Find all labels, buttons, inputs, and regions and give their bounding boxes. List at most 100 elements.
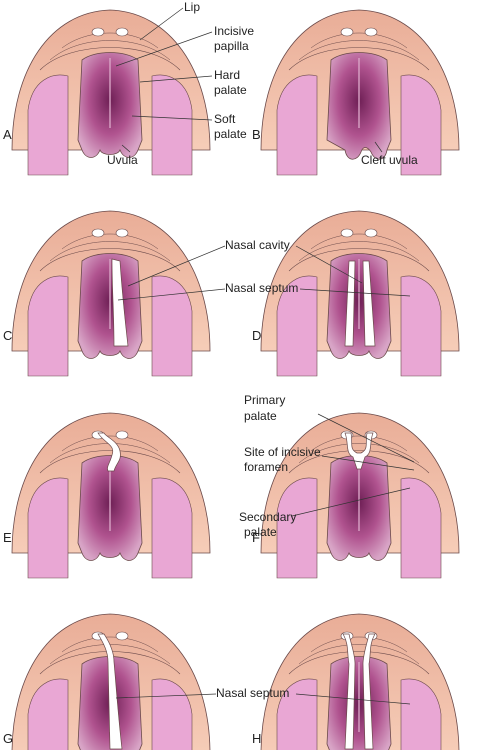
right-cheek (400, 477, 442, 579)
nostril (340, 27, 354, 37)
lip-line (298, 443, 420, 464)
leader-line (115, 693, 217, 699)
leader-line (295, 245, 363, 284)
right-cheek (400, 678, 442, 755)
cleft-gap-right (362, 260, 376, 347)
left-cheek (27, 275, 69, 377)
panel-letter-e: E (3, 530, 12, 545)
label-secondary-palate-line2: palate (244, 525, 277, 539)
lip-line (61, 32, 159, 49)
left-cheek (276, 275, 318, 377)
complete-cleft-left (342, 633, 356, 750)
palate-panel-f (260, 412, 460, 579)
lip-line (39, 248, 181, 272)
label-incisive-foramen-line1: Site of incisive (244, 445, 321, 459)
panel-letter-h: H (252, 731, 262, 746)
leader-line (321, 455, 415, 471)
left-cheek (27, 477, 69, 579)
leader-line (295, 693, 411, 705)
palate-panel-b (260, 9, 460, 176)
palate-panel-h (260, 613, 460, 755)
label-hard-palate-line1: Hard (214, 68, 241, 82)
nostril (115, 430, 129, 440)
label-secondary-palate-line1: Secondary (239, 510, 297, 524)
nostril (364, 228, 378, 238)
nostril (340, 228, 354, 238)
left-cheek (276, 74, 318, 176)
lip-line (49, 241, 171, 262)
lip-line (61, 233, 159, 250)
leader-line (291, 487, 411, 517)
right-cheek (151, 275, 193, 377)
leader-line (131, 115, 213, 121)
right-cheek (400, 74, 442, 176)
leader-line (121, 144, 131, 153)
label-nasal-cavity: Nasal cavity (225, 238, 290, 252)
label-lip: Lip (184, 0, 201, 14)
leader-line (127, 245, 226, 287)
palate-panel-e (11, 412, 211, 579)
leader-line (317, 413, 415, 463)
cleft-gap (111, 258, 129, 347)
panel-letter-a: A (3, 127, 12, 142)
lip-line (288, 47, 430, 71)
left-cheek (276, 477, 318, 579)
panel-letter-b: B (252, 127, 261, 142)
nostril (364, 27, 378, 37)
panel-letter-c: C (3, 328, 13, 343)
leader-line (139, 75, 213, 83)
palate-panel-c (11, 210, 211, 377)
leader-line (117, 288, 226, 301)
lip-line (310, 32, 408, 49)
left-cheek (27, 678, 69, 755)
lip-line (310, 233, 408, 250)
lip-line (39, 450, 181, 474)
panel-letter-d: D (252, 328, 262, 343)
lip-line (61, 636, 159, 653)
lip-line (61, 435, 159, 452)
label-primary-palate-line1: Primary (244, 393, 286, 407)
label-incisive-foramen-line2: foramen (244, 460, 289, 474)
label-soft-palate-line2: palate (214, 127, 247, 141)
palate-panel-a (11, 9, 211, 176)
panel-letter-f: F (252, 530, 260, 545)
label-soft-palate-line1: Soft (214, 112, 236, 126)
label-primary-palate-line2: palate (244, 409, 277, 423)
label-incisive-papilla-line2: papilla (214, 39, 249, 53)
label-incisive-papilla-line1: Incisive (214, 24, 255, 38)
cleft-gap-left (344, 260, 356, 347)
lip-line (288, 651, 430, 675)
label-nasal-septum-bottom: Nasal septum (216, 686, 290, 700)
palate-panel-d (260, 210, 460, 377)
complete-cleft (97, 633, 123, 750)
right-cheek (400, 275, 442, 377)
lip-line (298, 40, 420, 61)
lip-line (39, 47, 181, 71)
label-hard-palate-line2: palate (214, 83, 247, 97)
left-cheek (27, 74, 69, 176)
left-cheek (276, 678, 318, 755)
label-cleft-uvula: Cleft uvula (361, 153, 418, 167)
right-cheek (151, 678, 193, 755)
primary-cleft (97, 432, 121, 472)
panel-letter-g: G (3, 731, 14, 746)
leader-line (139, 7, 184, 41)
palate-panel-g (11, 613, 211, 755)
leader-line (115, 31, 213, 67)
lip-line (298, 644, 420, 665)
leader-line (299, 288, 411, 297)
nostril (115, 228, 129, 238)
label-nasal-septum: Nasal septum (225, 281, 299, 295)
lip-line (298, 241, 420, 262)
leader-line (374, 141, 383, 153)
right-cheek (151, 477, 193, 579)
nostril (115, 27, 129, 37)
lip-line (310, 636, 408, 653)
lip-line (288, 248, 430, 272)
lip-line (288, 450, 430, 474)
complete-cleft-right (362, 633, 376, 750)
lip-line (49, 40, 171, 61)
nostril (91, 27, 105, 37)
